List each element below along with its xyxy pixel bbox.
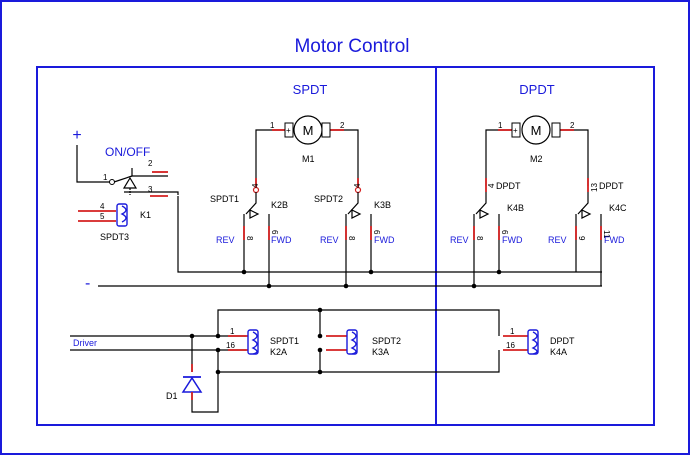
k4c-name: K4C [609,203,627,213]
m1-pin-1: 1 [270,121,275,130]
k3b-pin-top: 4 [353,183,362,188]
k1-pin-3: 3 [148,185,153,194]
coil-k4a: 1 16 DPDT K4A [503,327,575,357]
k1-pin-5: 5 [100,212,105,221]
k1-coil-name: SPDT3 [100,232,129,242]
k3b-rev: REV [320,235,339,245]
k2b-pin-right: 6 [270,230,279,235]
driver-section: Driver D1 [70,307,500,413]
diagram-title: Motor Control [294,36,409,57]
relay-k4c: 13 DPDT K4C 9 11 REV FWD [548,178,627,286]
k1-name: K1 [140,210,151,220]
m1-name: M1 [302,154,315,164]
k4b-pin-top: 4 [487,183,496,188]
coil-k3a: SPDT2 K3A [326,329,401,357]
k1-pin-1: 1 [103,173,108,182]
k2a-pin-1: 1 [230,327,235,336]
on-off-label: ON/OFF [105,145,150,159]
svg-text:+: + [513,126,518,135]
k3a-name: K3A [372,347,389,357]
k4b-rev: REV [450,235,469,245]
k4b-pin-right: 6 [500,230,509,235]
k3a-tag: SPDT2 [372,336,401,346]
k2b-pin-top: 4 [251,183,260,188]
k4a-pin-1: 1 [510,327,515,336]
k3b-name: K3B [374,200,391,210]
k4c-pin-left: 9 [577,236,586,241]
k3b-pin-right: 6 [372,230,381,235]
motor-m1: 1 2 + M M1 [255,115,359,186]
k2b-name: K2B [271,200,288,210]
k1-pin-4: 4 [100,202,105,211]
m1-pin-2: 2 [340,121,345,130]
section-label-spdt: SPDT [293,82,328,97]
k2b-fwd: FWD [271,235,292,245]
m2-name: M2 [530,154,543,164]
k3b-fwd: FWD [374,235,395,245]
minus-symbol: - [85,275,90,292]
coil-k2a: 1 16 SPDT1 K2A [226,327,299,357]
relay-k3b: 4 SPDT2 K3B 8 6 REV FWD [314,178,395,286]
k4c-pin-top: 13 [590,183,599,192]
m1-symbol: M [303,123,314,138]
k2b-pin-left: 8 [245,236,254,241]
k2a-pin-16: 16 [226,341,235,350]
svg-text:+: + [286,126,291,135]
k3b-pin-left: 8 [347,236,356,241]
k4b-pin-left: 8 [475,236,484,241]
k4a-name: K4A [550,347,567,357]
m2-symbol: M [531,123,542,138]
k4c-pin-right: 11 [602,230,611,239]
section-label-dpdt: DPDT [519,82,554,97]
k3b-tag: SPDT2 [314,194,343,204]
m2-pin-1: 1 [498,121,503,130]
k2b-rev: REV [216,235,235,245]
driver-label: Driver [73,338,97,348]
k4c-rev: REV [548,235,567,245]
supply-rail [177,196,602,273]
k4a-pin-16: 16 [506,341,515,350]
k2a-name: K2A [270,347,287,357]
k4a-tag: DPDT [550,336,575,346]
m2-pin-2: 2 [570,121,575,130]
relay-k2b: 4 SPDT1 K2B 8 6 REV FWD [210,178,292,286]
relay-k4b: 4 DPDT K4B 8 6 REV FWD [450,178,524,286]
k4b-fwd: FWD [502,235,523,245]
k4c-tag: DPDT [599,181,624,191]
main-frame [36,66,655,426]
k1-pin-2: 2 [148,159,153,168]
k4c-fwd: FWD [604,235,625,245]
k2b-tag: SPDT1 [210,194,239,204]
k4b-tag: DPDT [496,181,521,191]
k2a-tag: SPDT1 [270,336,299,346]
plus-symbol: + [72,127,81,144]
motor-m2: 1 2 + M M2 [485,115,589,186]
d1-label: D1 [166,391,178,401]
k1-switch: + ON/OFF 1 2 3 4 5 K1 SPDT3 [72,127,179,242]
k4b-name: K4B [507,203,524,213]
